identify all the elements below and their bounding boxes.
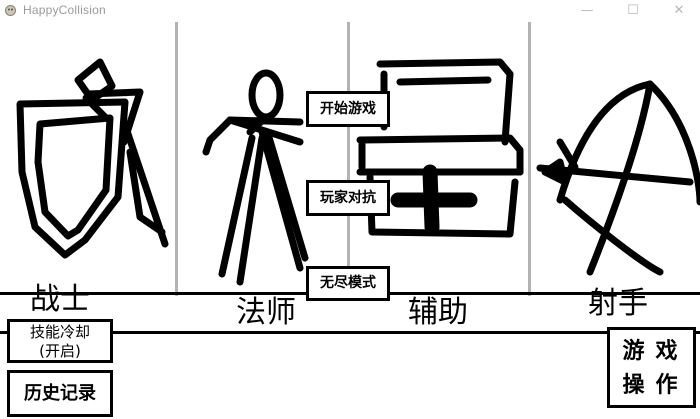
bow-arrow-icon[interactable] bbox=[536, 80, 700, 276]
skill-cooldown-toggle[interactable]: 技能冷却 (开启) bbox=[7, 319, 113, 363]
staff-figure-icon[interactable] bbox=[202, 69, 309, 286]
skill-cooldown-label: 技能冷却 bbox=[29, 323, 90, 341]
skill-cooldown-state: (开启) bbox=[39, 342, 81, 360]
role-label-archer[interactable]: 射手 bbox=[588, 286, 648, 321]
history-button[interactable]: 历史记录 bbox=[7, 370, 113, 417]
minimize-button[interactable]: — bbox=[580, 3, 594, 18]
controls-label-line1: 游戏 bbox=[622, 339, 689, 364]
medkit-icon[interactable] bbox=[356, 58, 524, 238]
endless-mode-button[interactable]: 无尽模式 bbox=[306, 266, 390, 301]
game-canvas: 战士 法师 辅助 射手 开始游戏 玩家对抗 无尽模式 技能冷却 (开启) 历史记… bbox=[0, 22, 700, 419]
app-icon bbox=[5, 5, 16, 16]
maximize-button[interactable]: ☐ bbox=[627, 3, 639, 18]
role-artwork bbox=[16, 58, 700, 286]
column-divider bbox=[528, 22, 531, 296]
controls-label-line2: 操作 bbox=[622, 373, 689, 398]
column-divider bbox=[175, 22, 178, 296]
shield-sword-icon[interactable] bbox=[16, 58, 169, 259]
close-button[interactable]: ✕ bbox=[673, 3, 685, 18]
window-title: HappyCollision bbox=[23, 3, 106, 17]
role-label-warrior[interactable]: 战士 bbox=[30, 282, 90, 317]
start-game-button[interactable]: 开始游戏 bbox=[306, 91, 390, 127]
role-label-mage[interactable]: 法师 bbox=[236, 295, 296, 330]
role-label-support[interactable]: 辅助 bbox=[408, 295, 468, 330]
game-controls-button[interactable]: 游戏 操作 bbox=[607, 327, 696, 408]
divider-line bbox=[0, 331, 700, 334]
window-title-bar: HappyCollision — ☐ ✕ bbox=[0, 0, 700, 22]
column-divider bbox=[347, 22, 350, 296]
pvp-button[interactable]: 玩家对抗 bbox=[306, 180, 390, 216]
